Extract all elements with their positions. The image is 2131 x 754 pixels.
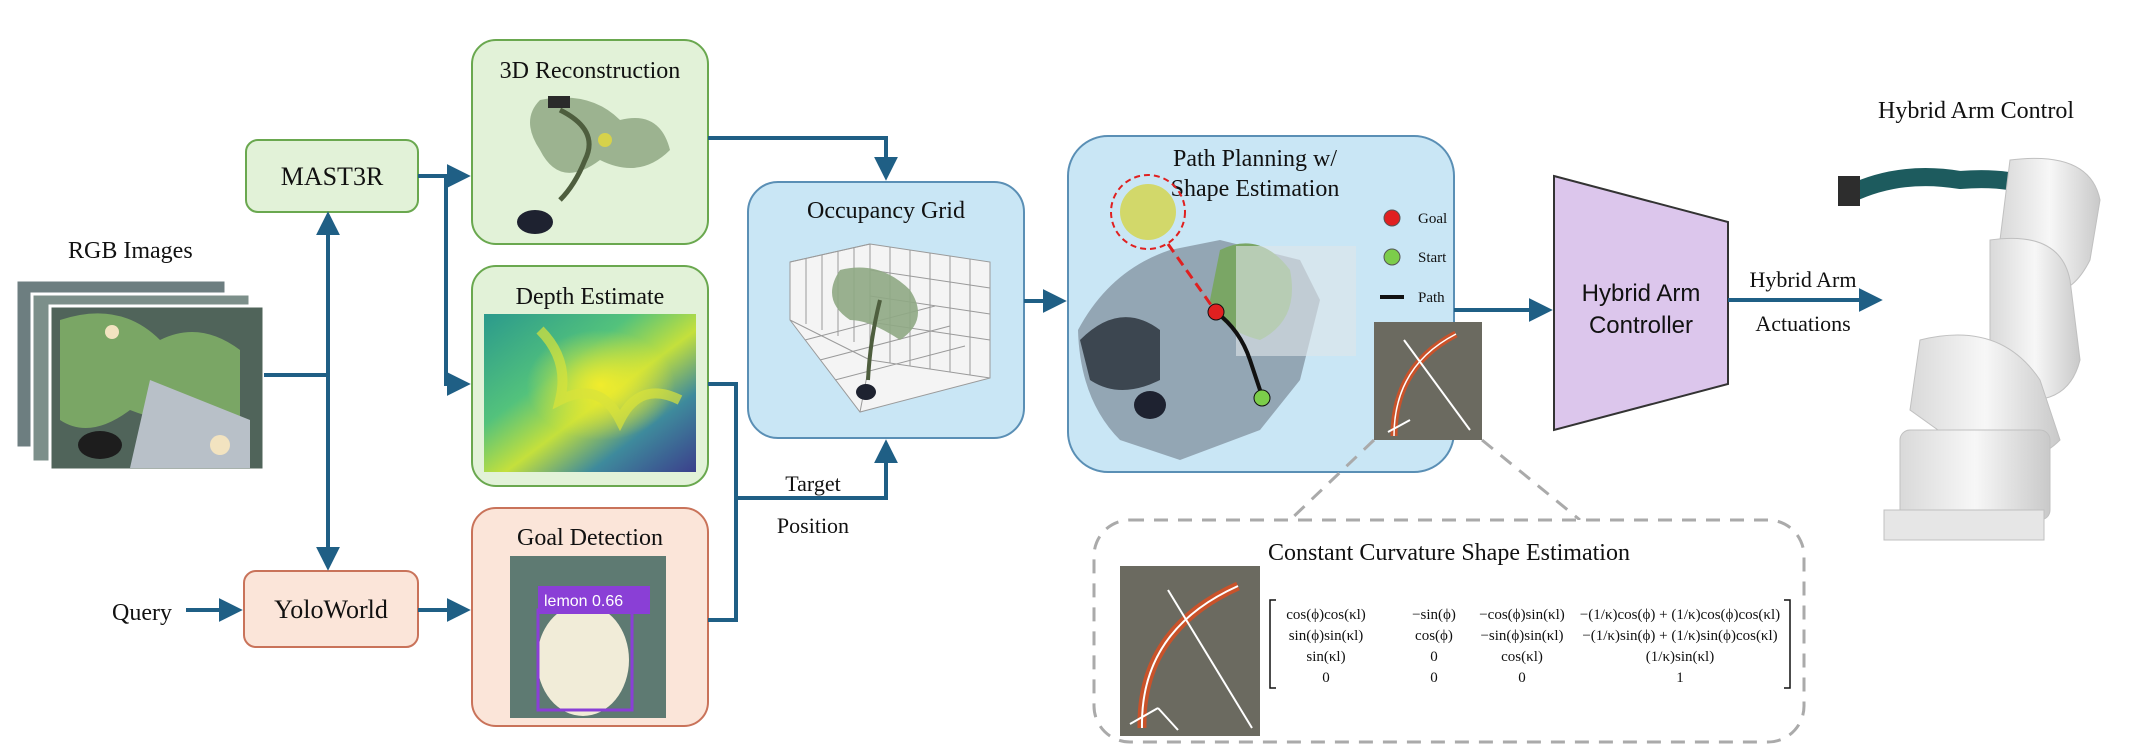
matrix-cell: 0: [1430, 670, 1438, 686]
edge-depth-to-target: [708, 382, 738, 498]
actuation-label-1: Hybrid Arm: [1750, 267, 1857, 292]
matrix-cell: 0: [1518, 670, 1526, 686]
matrix-cell: 0: [1322, 670, 1330, 686]
legend-start-label: Start: [1418, 250, 1447, 266]
occupancy-label: Occupancy Grid: [807, 198, 965, 224]
arm-control-label: Hybrid Arm Control: [1878, 98, 2074, 124]
reconstruction-label: 3D Reconstruction: [500, 58, 681, 84]
query-label: Query: [112, 600, 172, 626]
mast3r-label: MAST3R: [281, 162, 384, 191]
legend-start-icon: [1383, 248, 1401, 266]
depth-map-image: [484, 314, 696, 472]
zoom-connector-right: [1481, 438, 1581, 522]
goal-zoom-connector: [1166, 243, 1218, 313]
matrix-cell: cos(κl): [1501, 649, 1543, 665]
controller-trapezoid: [1553, 174, 1729, 432]
goal-detection-image: [510, 556, 666, 718]
start-marker: [1253, 389, 1271, 407]
matrix-cell: sin(ϕ)sin(κl): [1289, 628, 1364, 644]
curvature-image: [1120, 566, 1260, 736]
matrix-cell: sin(κl): [1306, 649, 1345, 665]
actuation-label-2: Actuations: [1755, 311, 1850, 336]
path-planning-label-2: Shape Estimation: [1171, 176, 1340, 202]
goal-zoom-image: [1120, 184, 1176, 240]
matrix-bracket-left: [1269, 599, 1276, 689]
edge-goal-to-target: [708, 498, 738, 622]
controller-label-2: Controller: [1589, 312, 1693, 339]
matrix-bracket-right: [1784, 599, 1791, 689]
matrix-cell: 0: [1430, 649, 1438, 665]
controller-label-1: Hybrid Arm: [1582, 280, 1701, 307]
path-planning-label-1: Path Planning w/: [1173, 146, 1337, 172]
goal-marker: [1207, 303, 1225, 321]
legend-path-label: Path: [1418, 290, 1445, 306]
transform-matrix: cos(ϕ)cos(κl) −sin(ϕ) −cos(ϕ)sin(κl) −(1…: [1286, 607, 1780, 686]
edge-reconstruction-to-occupancy: [708, 136, 898, 181]
yoloworld-label: YoloWorld: [274, 595, 388, 624]
edge-target-to-occupancy: [736, 439, 898, 500]
reconstruction-pointcloud: [517, 96, 670, 234]
target-label-2: Position: [777, 513, 849, 538]
occupancy-pointcloud: [832, 267, 918, 400]
matrix-cell: cos(ϕ)cos(κl): [1286, 607, 1366, 623]
edge-mast3r-to-depth: [444, 176, 471, 396]
goal-zoom-circle: [1110, 174, 1186, 250]
zoom-connector-left: [1288, 438, 1376, 522]
matrix-cell: −(1/κ)sin(ϕ) + (1/κ)sin(ϕ)cos(κl): [1582, 628, 1777, 644]
curvature-title: Constant Curvature Shape Estimation: [1268, 540, 1630, 566]
connectors: [186, 136, 1883, 622]
depth-label: Depth Estimate: [516, 284, 665, 310]
target-label-1: Target: [785, 471, 840, 496]
matrix-cell: (1/κ)sin(κl): [1646, 649, 1714, 665]
matrix-cell: cos(ϕ): [1415, 628, 1453, 644]
matrix-cell: −sin(ϕ): [1412, 607, 1456, 623]
rgb-images-label: RGB Images: [68, 238, 193, 264]
curvature-panel: [1092, 518, 1806, 744]
matrix-cell: −(1/κ)cos(ϕ) + (1/κ)cos(ϕ)cos(κl): [1580, 607, 1780, 623]
robot-arm-image: [1838, 157, 2101, 541]
matrix-cell: −cos(ϕ)sin(κl): [1479, 607, 1565, 623]
legend-goal-icon: [1383, 209, 1401, 227]
matrix-cell: 1: [1676, 670, 1684, 686]
matrix-cell: −sin(ϕ)sin(κl): [1480, 628, 1563, 644]
legend-goal-label: Goal: [1418, 211, 1447, 227]
goal-detection-label: Goal Detection: [517, 525, 663, 551]
rgb-image-stack: [14, 278, 266, 472]
detection-label: lemon 0.66: [544, 593, 623, 610]
curvature-inset-small: [1374, 322, 1482, 440]
